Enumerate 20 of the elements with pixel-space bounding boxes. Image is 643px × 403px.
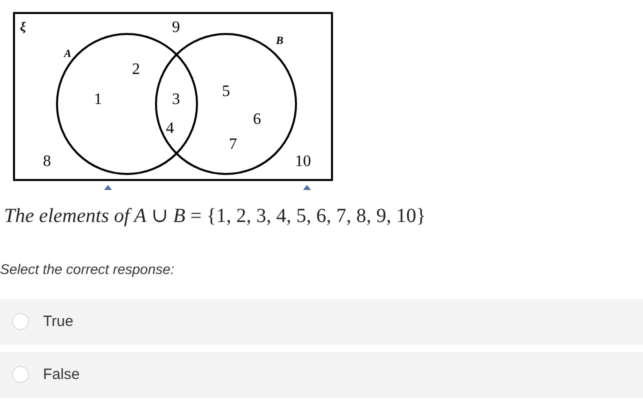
answer-option (0, 299, 643, 345)
answer-option (0, 352, 643, 398)
element-number: 2 (132, 61, 140, 78)
element-number: 5 (222, 83, 230, 100)
element-number: 3 (172, 91, 180, 108)
element-number: 10 (295, 153, 311, 170)
statement-text: The elements of A ∪ B = {1, 2, 3, 4, 5, 6, 7, 8, 9, 10} (4, 204, 426, 228)
element-number: 9 (172, 19, 180, 36)
prompt-text: Select the correct response: (0, 261, 174, 277)
element-number: 1 (94, 91, 102, 108)
element-number: 8 (43, 153, 51, 170)
option-label: True (43, 313, 74, 330)
option-label: False (43, 366, 80, 383)
element-number: 6 (253, 111, 261, 128)
element-number: 4 (166, 120, 174, 137)
set-symbol: ξ (20, 20, 26, 33)
set-label: B (276, 36, 284, 47)
set-label: A (64, 49, 72, 60)
element-number: 7 (229, 136, 237, 153)
universal-set-box (13, 12, 333, 181)
